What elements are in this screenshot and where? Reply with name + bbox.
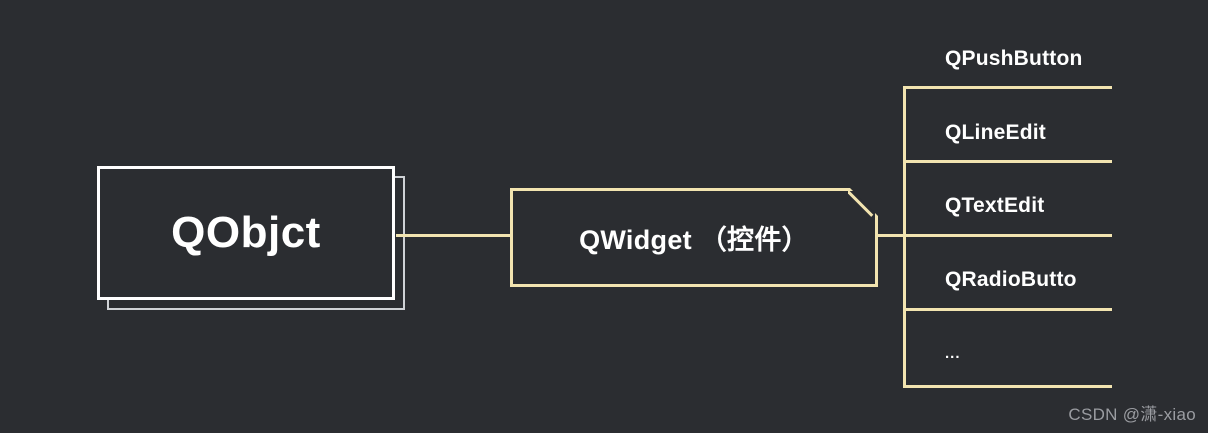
csdn-watermark: CSDN @潇-xiao bbox=[1068, 405, 1196, 424]
bracket-rule bbox=[903, 234, 1112, 237]
list-item[interactable]: QTextEdit bbox=[945, 194, 1045, 217]
bracket-rule bbox=[903, 86, 1112, 89]
bracket-rule bbox=[903, 160, 1112, 163]
connector-qobject-to-qwidget bbox=[396, 234, 511, 237]
list-item[interactable]: ... bbox=[945, 345, 961, 362]
bracket-spine bbox=[903, 86, 906, 388]
list-item[interactable]: QPushButton bbox=[945, 47, 1083, 70]
bracket-rule bbox=[903, 385, 1112, 388]
bracket-rule bbox=[903, 308, 1112, 311]
subclass-list: QPushButton QLineEdit QTextEdit QRadioBu… bbox=[903, 30, 1115, 388]
qwidget-node[interactable]: QWidget （控件） bbox=[510, 188, 878, 287]
list-item[interactable]: QLineEdit bbox=[945, 121, 1046, 144]
qobject-node-label: QObjct bbox=[171, 208, 321, 257]
qwidget-node-label: QWidget （控件） bbox=[579, 225, 809, 255]
list-item[interactable]: QRadioButto bbox=[945, 268, 1077, 291]
qobject-node[interactable]: QObjct bbox=[97, 166, 395, 300]
connector-qwidget-to-subclasses bbox=[878, 234, 906, 237]
qwidget-note-shape bbox=[510, 188, 878, 287]
